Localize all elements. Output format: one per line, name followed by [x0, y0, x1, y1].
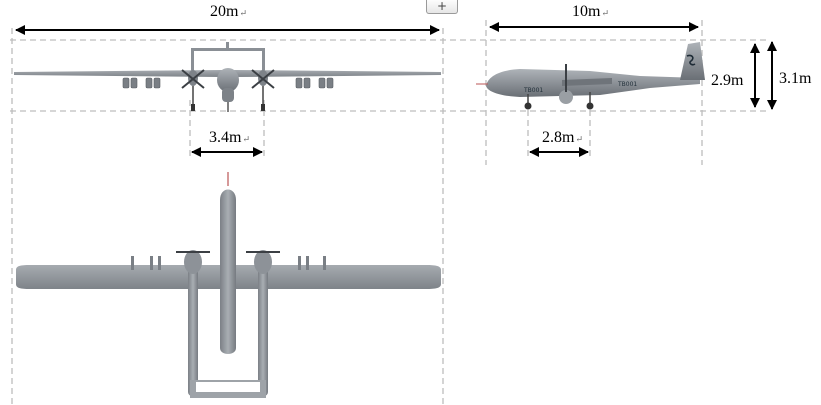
gear-track-label: 2.8m↵	[542, 129, 583, 148]
registration-forward: TB001	[523, 87, 543, 94]
boom-spacing-label: 3.4m↵	[209, 129, 250, 148]
body-height-label: 2.9m	[711, 72, 743, 90]
boom-spacing-value: 3.4m	[209, 129, 242, 146]
edit-mark: ↵	[601, 8, 609, 18]
logo-icon	[686, 54, 696, 66]
registration-aft: TB001	[617, 81, 637, 88]
plus-icon: +	[436, 0, 448, 13]
side-view	[476, 42, 705, 110]
length-value: 10m	[572, 3, 601, 20]
edit-mark: ↵	[239, 8, 247, 18]
gear-track-value: 2.8m	[542, 129, 575, 146]
body-height-value: 2.9m	[711, 72, 744, 89]
edit-mark: ↵	[575, 134, 583, 144]
dimension-arrows	[15, 22, 777, 157]
front-view	[14, 42, 441, 112]
add-button[interactable]: +	[426, 0, 458, 14]
guide-lines	[10, 20, 770, 405]
top-view	[16, 172, 441, 398]
length-label: 10m↵	[572, 3, 609, 22]
total-height-label: 3.1m	[779, 70, 811, 88]
edit-mark: ↵	[242, 134, 250, 144]
total-height-value: 3.1m	[779, 70, 812, 87]
wingspan-value: 20m	[210, 3, 239, 20]
wingspan-label: 20m↵	[210, 3, 247, 22]
